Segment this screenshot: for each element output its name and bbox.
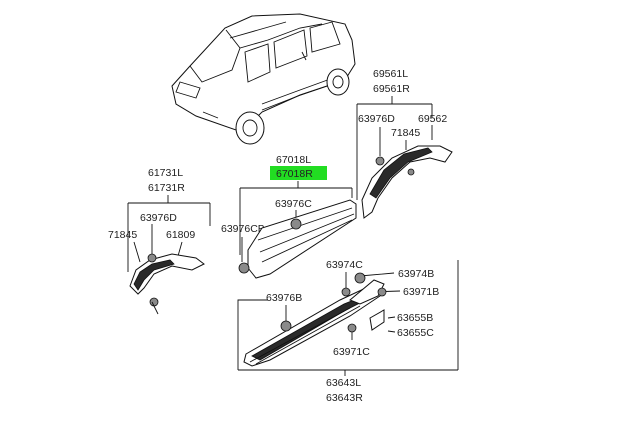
group-69561: 69561L 69561R 63976D 69562 71845 [356, 68, 453, 219]
label-63971c: 63971C [333, 346, 370, 358]
label-69561r: 69561R [373, 83, 410, 95]
group-61731: 61731L 61731R 63976D 71845 61809 [108, 167, 211, 315]
label-69561l: 69561L [373, 68, 408, 80]
clip-63976d-right-icon [375, 156, 385, 166]
label-63971b: 63971B [403, 286, 439, 298]
label-63976d-left: 63976D [140, 212, 177, 224]
label-71845-right: 71845 [391, 127, 420, 139]
clip-63976c-icon [290, 218, 302, 230]
label-61731r: 61731R [148, 182, 185, 194]
clip-63976b-icon [280, 320, 292, 332]
label-67018r: 67018R [276, 168, 313, 180]
clip-63974b-icon [354, 272, 366, 284]
group-63643: 63974C 63974B 63971B 63976B 63655B 63655… [237, 259, 459, 404]
clip-63971b-icon [377, 287, 387, 297]
label-63643r: 63643R [326, 392, 363, 404]
label-63655c: 63655C [397, 327, 434, 339]
label-63974b: 63974B [398, 268, 434, 280]
label-67018l: 67018L [276, 154, 311, 166]
label-69562: 69562 [418, 113, 447, 125]
label-63976d-right: 63976D [358, 113, 395, 125]
label-63643l: 63643L [326, 377, 361, 389]
clip-63974c-icon [341, 287, 351, 297]
label-71845-left: 71845 [108, 229, 137, 241]
clip-71845-right-icon [407, 168, 415, 176]
label-63976b: 63976B [266, 292, 302, 304]
label-63974c: 63974C [326, 259, 363, 271]
clip-63971c-icon [347, 323, 357, 333]
label-63976c: 63976C [275, 198, 312, 210]
part-63655-icon [369, 309, 385, 331]
clip-63976cb-icon [238, 262, 250, 274]
label-63655b: 63655B [397, 312, 433, 324]
clip-71845-left-icon [149, 297, 159, 307]
highlight-67018r [270, 166, 327, 180]
group-67018: 67018L 67018R 63976C 63976CB [221, 154, 357, 279]
label-61809: 61809 [166, 229, 195, 241]
clip-63976d-left-icon [147, 253, 157, 263]
label-63976cb: 63976CB [221, 223, 265, 235]
label-61731l: 61731L [148, 167, 183, 179]
vehicle-illustration [171, 13, 356, 145]
